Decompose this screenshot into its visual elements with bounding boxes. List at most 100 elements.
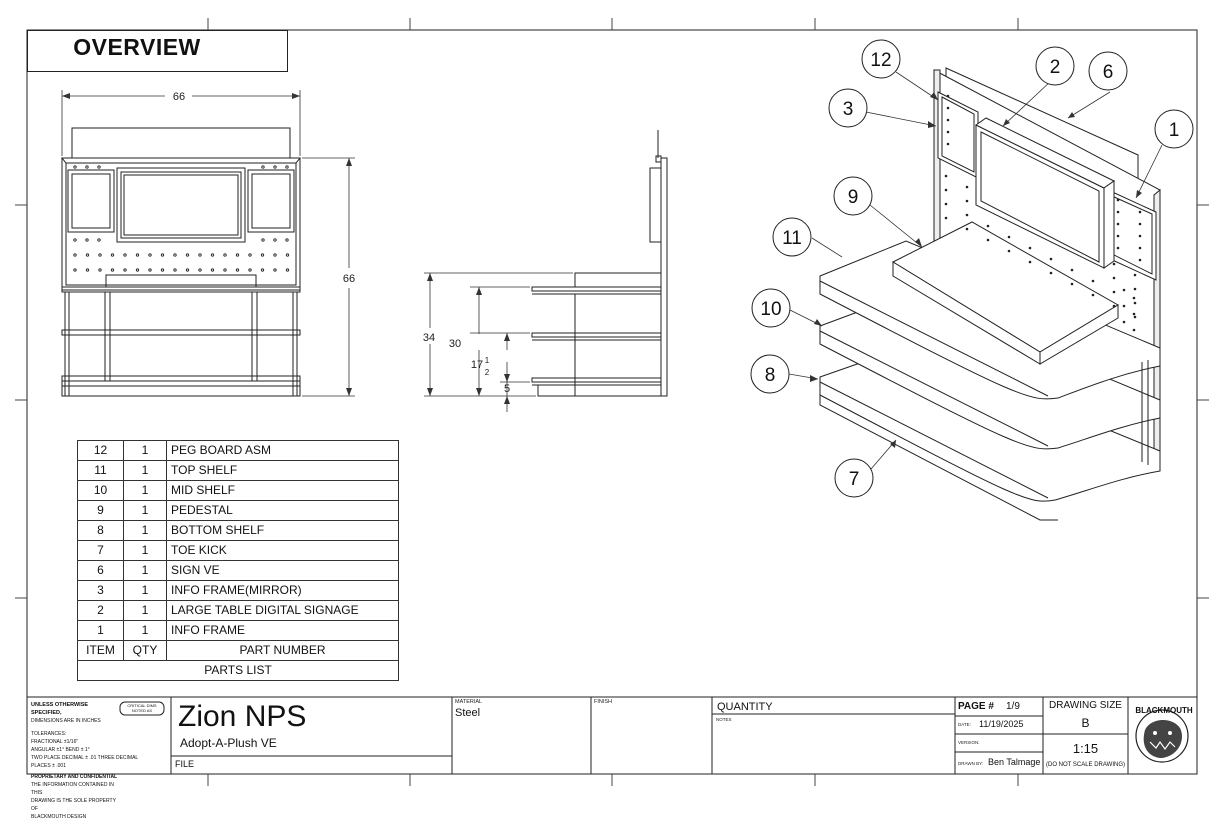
iso-pegboard-holes bbox=[944, 94, 1142, 332]
parts-item-cell: 6 bbox=[77, 560, 124, 581]
parts-qty-cell: 1 bbox=[123, 580, 167, 601]
parts-item-cell: 3 bbox=[77, 580, 124, 601]
balloon-7: 7 bbox=[834, 458, 874, 498]
parts-qty-cell: 1 bbox=[123, 600, 167, 621]
prop-heading: PROPRIETARY AND CONFIDENTIAL bbox=[31, 774, 118, 780]
critical-2: NOTED AS bbox=[131, 708, 153, 713]
balloon-1: 1 bbox=[1154, 109, 1194, 149]
parts-qty-cell: 1 bbox=[123, 480, 167, 501]
svg-text:3: 3 bbox=[843, 99, 854, 120]
page-number: 1/9 bbox=[1006, 701, 1020, 712]
parts-part-cell: TOP SHELF bbox=[166, 460, 399, 481]
parts-list-header-row: ITEM QTY PART NUMBER bbox=[77, 640, 399, 661]
material-label: MATERIAL bbox=[455, 699, 483, 705]
scale-note: (DO NOT SCALE DRAWING) bbox=[1045, 762, 1125, 768]
scale-value: 1:15 bbox=[1072, 741, 1099, 756]
parts-item-cell: 2 bbox=[77, 600, 124, 621]
front-view bbox=[60, 127, 302, 397]
tol-1: FRACTIONAL ±1/16" bbox=[31, 739, 79, 745]
version-label: VERSION: bbox=[958, 740, 980, 745]
balloon-9: 9 bbox=[833, 176, 873, 216]
parts-list-title: PARTS LIST bbox=[77, 660, 399, 681]
critical-dims-badge: CRITICAL DIMS NOTED AS bbox=[120, 703, 164, 713]
dim-side-34: 34 bbox=[423, 332, 435, 344]
logo-lettering: BLACKMOUTH bbox=[1135, 706, 1193, 715]
drawing-size-label: DRAWING SIZE bbox=[1049, 700, 1122, 711]
finish-label: FINISH bbox=[594, 699, 613, 705]
tol-heading: TOLERANCES: bbox=[31, 731, 67, 737]
dim-front-width: 66 bbox=[173, 91, 185, 103]
parts-header-item: ITEM bbox=[77, 640, 124, 661]
drawn-by-value: Ben Talmage bbox=[988, 757, 1041, 767]
notes-heading: UNLESS OTHERWISE SPECIFIED, bbox=[31, 702, 89, 716]
parts-qty-cell: 1 bbox=[123, 460, 167, 481]
title-block-lines bbox=[27, 696, 1197, 774]
balloon-group: 12 2 6 3 1 9 11 10 8 7 bbox=[750, 39, 1194, 498]
parts-part-cell: INFO FRAME bbox=[166, 620, 399, 641]
notes-line2: DIMENSIONS ARE IN INCHES bbox=[31, 718, 101, 724]
parts-qty-cell: 1 bbox=[123, 440, 167, 461]
page-label: PAGE # bbox=[958, 701, 994, 712]
tol-2: ANGULAR ±1° BEND ± 1° bbox=[31, 747, 90, 753]
zone-ticks bbox=[15, 18, 1209, 786]
pegboard-holes bbox=[73, 165, 290, 272]
dim-front-height: 66 bbox=[343, 273, 355, 285]
svg-text:7: 7 bbox=[849, 469, 860, 490]
parts-item-cell: 8 bbox=[77, 520, 124, 541]
svg-text:8: 8 bbox=[765, 365, 776, 386]
parts-part-cell: SIGN VE bbox=[166, 560, 399, 581]
balloon-6: 6 bbox=[1088, 51, 1128, 91]
tol-3: TWO PLACE DECIMAL ± .01 THREE DECIMAL bbox=[31, 755, 139, 761]
parts-part-cell: PEDESTAL bbox=[166, 500, 399, 521]
material-value: Steel bbox=[455, 707, 481, 719]
svg-text:12: 12 bbox=[870, 50, 891, 71]
drawing-sheet: 66 66 34 30 17 1 2 5 bbox=[15, 18, 1209, 786]
dim-side-17-num: 1 bbox=[485, 356, 490, 365]
svg-text:6: 6 bbox=[1103, 62, 1114, 83]
parts-part-cell: INFO FRAME(MIRROR) bbox=[166, 580, 399, 601]
svg-text:9: 9 bbox=[848, 187, 859, 208]
balloon-3: 3 bbox=[828, 88, 868, 128]
parts-qty-cell: 1 bbox=[123, 540, 167, 561]
balloon-2: 2 bbox=[1035, 46, 1075, 86]
date-value: 11/19/2025 bbox=[979, 719, 1024, 729]
svg-text:10: 10 bbox=[760, 299, 781, 320]
date-label: DATE: bbox=[958, 722, 971, 727]
parts-qty-cell: 1 bbox=[123, 620, 167, 641]
balloon-12: 12 bbox=[861, 39, 901, 79]
front-dim-arrows bbox=[62, 93, 352, 396]
parts-item-cell: 1 bbox=[77, 620, 124, 641]
parts-item-cell: 11 bbox=[77, 460, 124, 481]
drawing-size-value: B bbox=[1081, 716, 1090, 730]
file-label: FILE bbox=[175, 759, 195, 769]
parts-part-cell: MID SHELF bbox=[166, 480, 399, 501]
dim-side-30: 30 bbox=[449, 338, 461, 350]
quantity-label: QUANTITY bbox=[717, 701, 773, 713]
dim-side-5: 5 bbox=[504, 383, 510, 395]
overview-title: OVERVIEW bbox=[73, 34, 201, 60]
parts-part-cell: BOTTOM SHELF bbox=[166, 520, 399, 541]
project-subtitle: Adopt-A-Plush VE bbox=[180, 736, 277, 750]
side-dim-arrows bbox=[427, 273, 510, 404]
critical-1: CRITICAL DIMS bbox=[127, 703, 157, 708]
parts-part-cell: TOE KICK bbox=[166, 540, 399, 561]
balloon-10: 10 bbox=[751, 288, 791, 328]
parts-qty-cell: 1 bbox=[123, 520, 167, 541]
svg-text:1: 1 bbox=[1169, 120, 1180, 141]
isometric-view bbox=[819, 67, 1161, 521]
notes-label: NOTES bbox=[716, 717, 732, 722]
drawn-by-label: DRAWN BY: bbox=[958, 761, 984, 766]
parts-item-cell: 10 bbox=[77, 480, 124, 501]
prop-2: DRAWING IS THE SOLE PROPERTY OF bbox=[31, 798, 116, 812]
svg-text:2: 2 bbox=[1050, 57, 1061, 78]
